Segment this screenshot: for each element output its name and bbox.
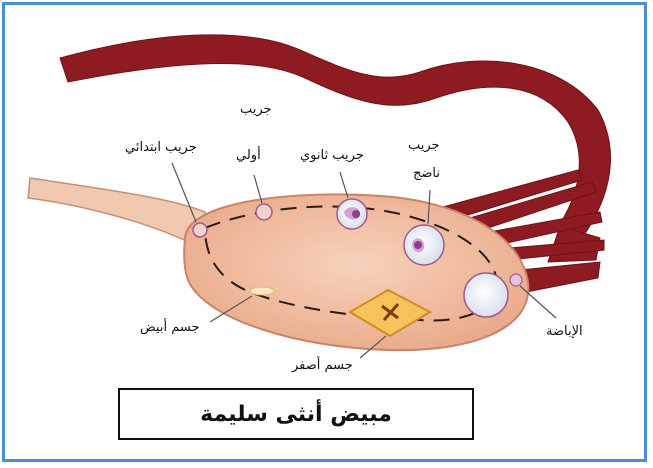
label-corpus-luteum: جسم أصفر <box>292 358 353 373</box>
caption-box: مبيض أنثى سليمة <box>118 388 474 440</box>
label-primary-follicle-line2: أولي <box>236 148 261 163</box>
label-primary-follicle-line1: جريب <box>240 102 272 117</box>
primordial-follicle <box>193 223 207 237</box>
label-primordial-follicle: جريب ابتدائي <box>125 140 197 155</box>
primary-follicle <box>256 204 272 220</box>
mature-follicle <box>404 225 444 265</box>
label-corpus-albicans: جسم أبيض <box>140 320 200 335</box>
ovarian-ligament <box>28 178 205 248</box>
label-mature-follicle-line2: ناضج <box>413 166 440 181</box>
caption-title: مبيض أنثى سليمة <box>200 402 392 427</box>
label-secondary-follicle: جريب ثانوي <box>300 148 364 163</box>
corpus-albicans <box>250 287 274 295</box>
secondary-follicle <box>337 199 367 229</box>
label-ovulation: الإباضة <box>546 324 583 339</box>
label-mature-follicle-line1: جريب <box>408 138 440 153</box>
